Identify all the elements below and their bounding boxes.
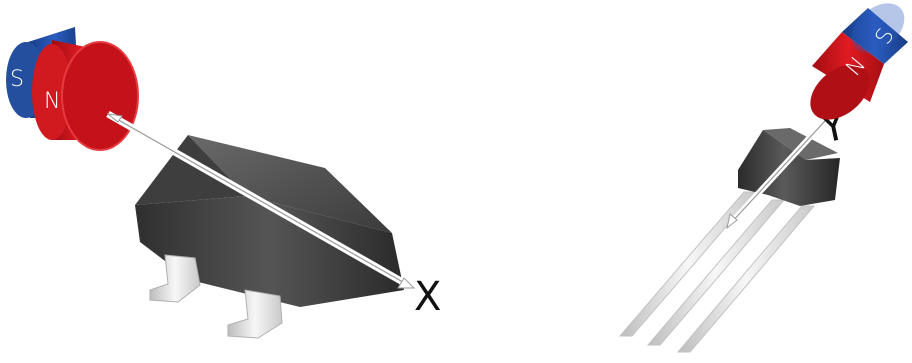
magnet-left: S N xyxy=(6,27,139,151)
magnet-right: S N xyxy=(810,3,908,120)
sot23-package xyxy=(135,135,404,339)
magnet-right-south-body xyxy=(842,8,908,64)
sot23-lead-right xyxy=(227,289,283,339)
sot23-top-face xyxy=(188,135,392,233)
sot23-lead-left xyxy=(149,254,201,303)
to92-lead-1 xyxy=(618,191,758,337)
x-axis-arrow xyxy=(106,110,416,289)
magnet-left-north-label: N xyxy=(44,89,60,114)
to92-lead-3 xyxy=(676,205,816,353)
magnet-left-south-label: S xyxy=(10,67,24,92)
to92-package xyxy=(618,128,840,353)
to92-lead-2 xyxy=(646,199,786,346)
magnet-right-bottom-face xyxy=(810,64,870,120)
x-axis-label: X xyxy=(414,274,441,320)
sot23-front-face xyxy=(135,196,404,307)
